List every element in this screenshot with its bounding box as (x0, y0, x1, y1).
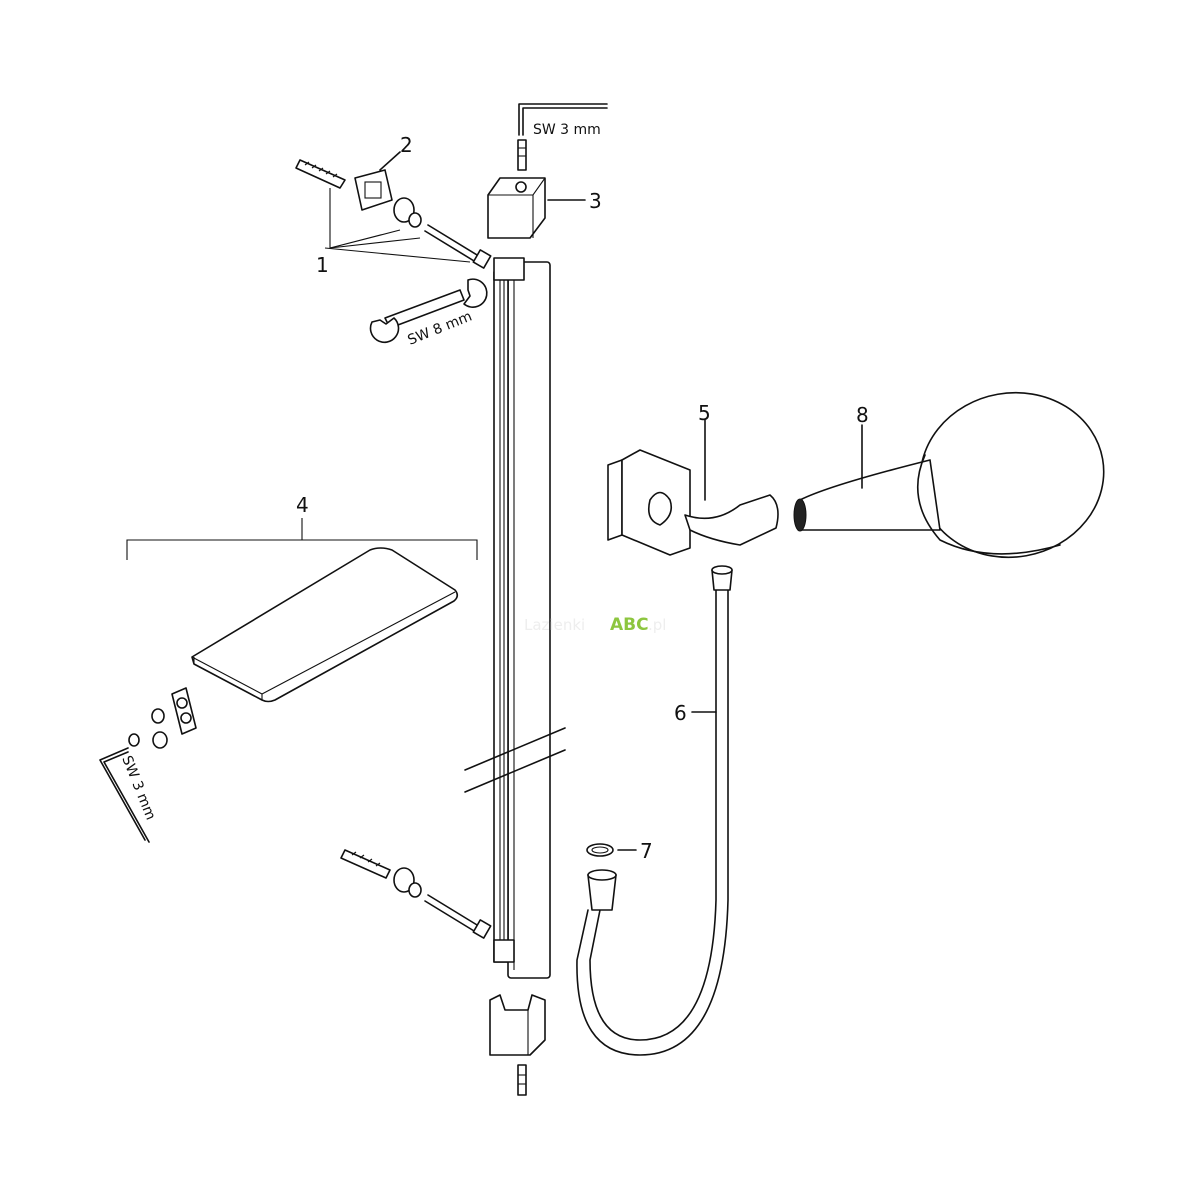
part-number-2: 2 (400, 133, 413, 157)
part-number-6: 6 (674, 701, 687, 725)
part-8-hand-shower (793, 391, 1105, 559)
part-number-8: 8 (856, 403, 869, 427)
shower-rail (464, 257, 566, 979)
hex-key-shelf: SW 3 mm (99, 747, 159, 843)
part-5-shower-holder (607, 419, 779, 556)
part-7-seal (586, 843, 637, 857)
shelf-fixings (128, 687, 197, 749)
part-number-5: 5 (698, 401, 711, 425)
watermark-prefix: Lazienki (524, 616, 585, 634)
part-number-1: 1 (316, 253, 329, 277)
bottom-end-cap (489, 994, 546, 1096)
hex-key-top: SW 3 mm (518, 103, 608, 138)
part-6-hose (576, 565, 733, 1056)
watermark-suffix: .pl (648, 616, 666, 634)
part-1-wall-fixings-top (295, 159, 492, 269)
part-number-7: 7 (640, 839, 653, 863)
part-4-shelf (126, 518, 478, 703)
hex-key-top-label: SW 3 mm (533, 122, 601, 138)
watermark: Lazienki ABC .pl (524, 615, 666, 635)
wrench-sw8: SW 8 mm (369, 278, 488, 349)
part-number-4: 4 (296, 493, 309, 517)
part-number-3: 3 (589, 189, 602, 213)
part-3-top-bracket (487, 139, 586, 239)
part-2-wall-plate (354, 151, 401, 211)
wall-fixings-bottom (340, 849, 492, 939)
hex-key-shelf-label: SW 3 mm (118, 754, 158, 823)
watermark-brand: ABC (610, 615, 649, 635)
